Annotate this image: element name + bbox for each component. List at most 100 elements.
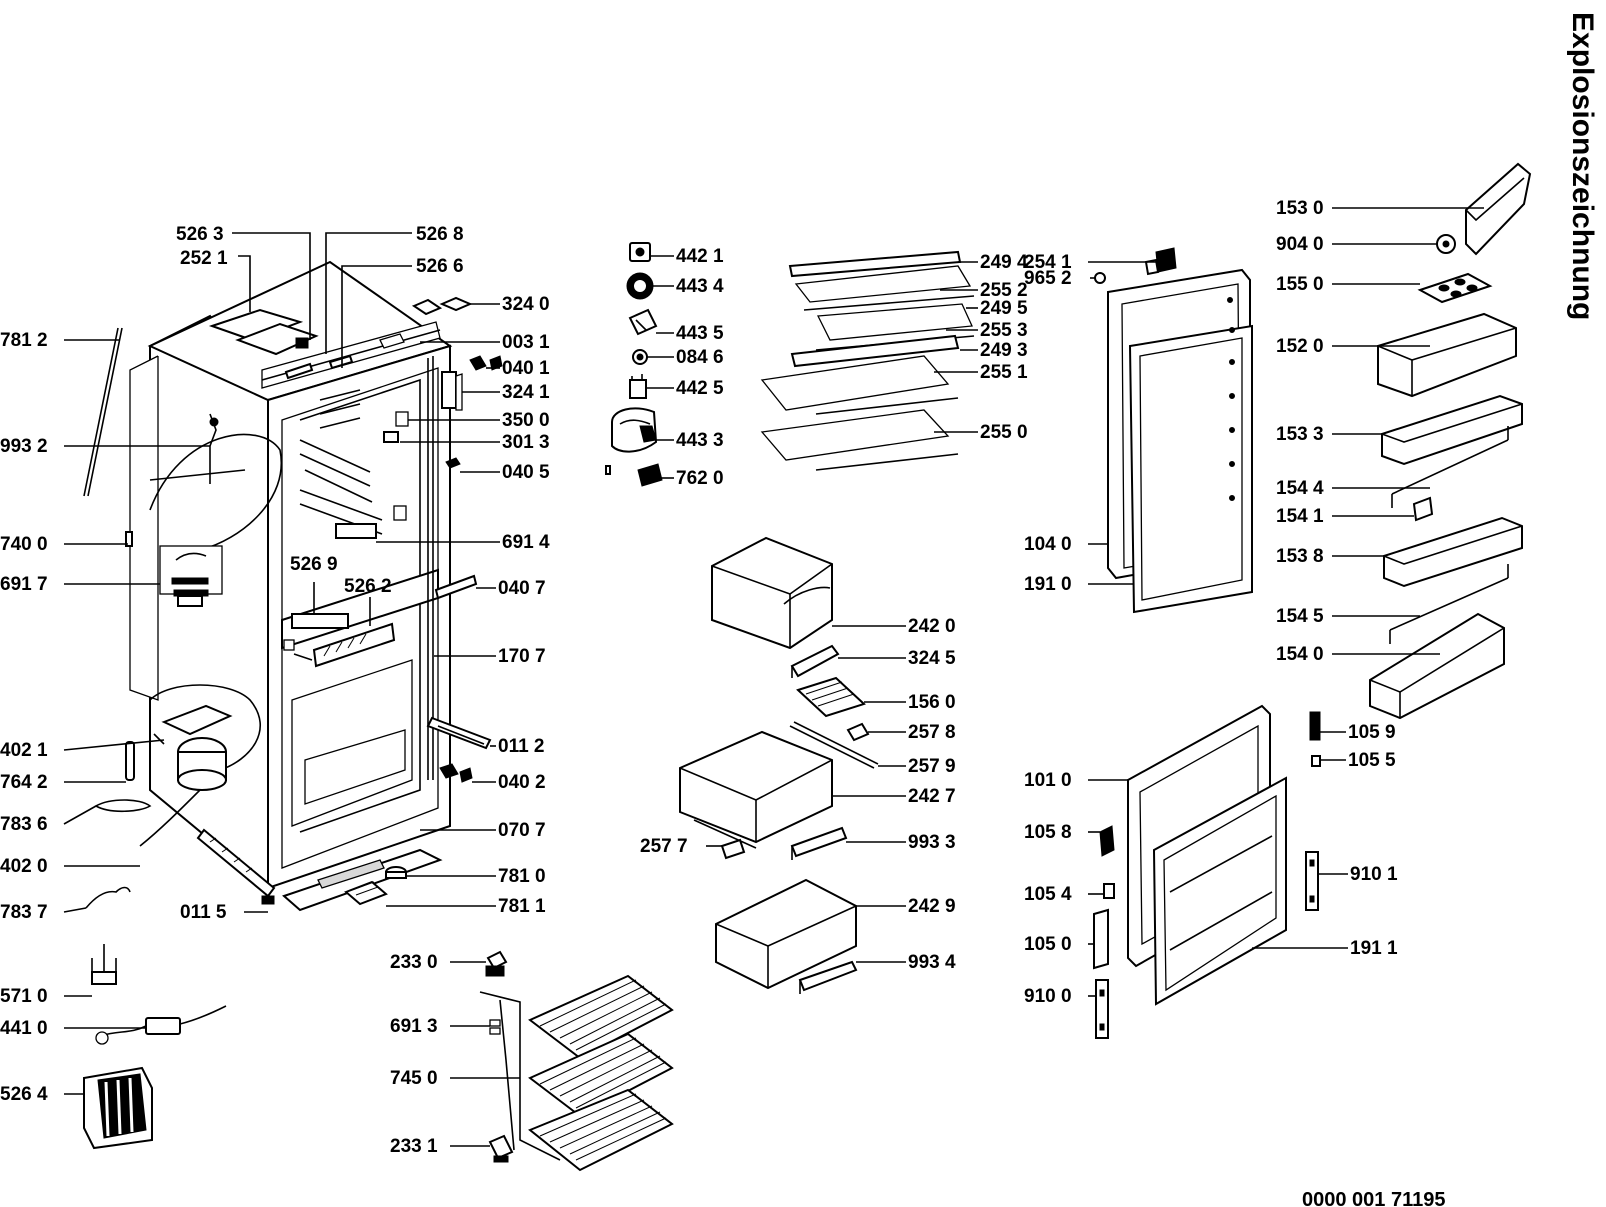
left-side-parts bbox=[83, 327, 223, 607]
part-label-7837: 783 7 bbox=[0, 902, 48, 923]
part-labels: 526 3 526 8 526 6 252 1 781 2 993 2 740 … bbox=[0, 198, 1398, 1157]
part-label-7812: 781 2 bbox=[0, 330, 48, 351]
part-label-2552: 255 2 bbox=[980, 280, 1028, 301]
part-label-9100: 910 0 bbox=[1024, 986, 1072, 1007]
diagram-title: Explosionszeichnung bbox=[1566, 12, 1599, 320]
feet-parts bbox=[344, 866, 407, 906]
leader-lines bbox=[63, 207, 1484, 1147]
part-label-2427: 242 7 bbox=[908, 786, 956, 807]
fridge-door bbox=[1094, 247, 1253, 614]
part-label-1040: 104 0 bbox=[1024, 534, 1072, 555]
wire-shelves bbox=[479, 950, 674, 1172]
part-label-1050: 105 0 bbox=[1024, 934, 1072, 955]
part-label-4021: 402 1 bbox=[0, 740, 48, 761]
part-label-7811: 781 1 bbox=[498, 896, 546, 917]
part-label-0405: 040 5 bbox=[502, 462, 550, 483]
part-label-0112: 011 2 bbox=[498, 736, 545, 757]
part-label-0031: 003 1 bbox=[502, 332, 550, 353]
part-label-2331: 233 1 bbox=[390, 1136, 438, 1157]
part-label-3241: 324 1 bbox=[502, 382, 550, 403]
part-label-2494: 249 4 bbox=[980, 252, 1028, 273]
part-label-9934: 993 4 bbox=[908, 952, 956, 973]
part-label-5262: 526 2 bbox=[344, 576, 392, 597]
document-number: 0000 001 71195 bbox=[1302, 1189, 1446, 1207]
freezer-door bbox=[1093, 704, 1321, 1039]
part-label-3013: 301 3 bbox=[502, 432, 550, 453]
part-label-7836: 783 6 bbox=[0, 814, 48, 835]
part-label-2330: 233 0 bbox=[390, 952, 438, 973]
part-label-1520: 152 0 bbox=[1276, 336, 1324, 357]
part-label-7810: 781 0 bbox=[498, 866, 546, 887]
part-label-4434: 443 4 bbox=[676, 276, 724, 297]
part-label-2577: 257 7 bbox=[640, 836, 688, 857]
part-label-1010: 101 0 bbox=[1024, 770, 1072, 791]
part-label-2551: 255 1 bbox=[980, 362, 1028, 383]
part-label-7400: 740 0 bbox=[0, 534, 48, 555]
part-label-1533: 153 3 bbox=[1276, 424, 1324, 445]
part-label-5264: 526 4 bbox=[0, 1084, 48, 1105]
part-label-1055: 105 5 bbox=[1348, 750, 1396, 771]
part-label-4410: 441 0 bbox=[0, 1018, 48, 1039]
part-label-2553: 255 3 bbox=[980, 320, 1028, 341]
part-label-2420: 242 0 bbox=[908, 616, 956, 637]
part-label-0402: 040 2 bbox=[498, 772, 546, 793]
part-label-1530: 153 0 bbox=[1276, 198, 1324, 219]
part-label-4020: 402 0 bbox=[0, 856, 48, 877]
glass-shelves bbox=[760, 250, 975, 471]
part-label-0846: 084 6 bbox=[676, 347, 724, 368]
part-label-5268: 526 8 bbox=[416, 224, 464, 245]
part-label-4435: 443 5 bbox=[676, 323, 724, 344]
part-label-1707: 170 7 bbox=[498, 646, 546, 667]
part-label-4421: 442 1 bbox=[676, 246, 724, 267]
part-label-3245: 324 5 bbox=[908, 648, 956, 669]
part-label-1911: 191 1 bbox=[1350, 938, 1398, 959]
part-label-5263: 526 3 bbox=[176, 224, 224, 245]
part-label-9040: 904 0 bbox=[1276, 234, 1324, 255]
part-label-0401: 040 1 bbox=[502, 358, 550, 379]
compressor-assembly bbox=[85, 704, 276, 909]
part-label-2579: 257 9 bbox=[908, 756, 956, 777]
fan-and-lamp-parts bbox=[605, 242, 663, 487]
part-label-9933: 993 3 bbox=[908, 832, 956, 853]
part-label-2429: 242 9 bbox=[908, 896, 956, 917]
part-label-1538: 153 8 bbox=[1276, 546, 1324, 567]
part-label-7450: 745 0 bbox=[390, 1068, 438, 1089]
part-label-9101: 910 1 bbox=[1350, 864, 1398, 885]
part-label-2493: 249 3 bbox=[980, 340, 1028, 361]
part-label-1545: 154 5 bbox=[1276, 606, 1324, 627]
part-label-7620: 762 0 bbox=[676, 468, 724, 489]
part-label-2521: 252 1 bbox=[180, 248, 228, 269]
part-label-5269: 526 9 bbox=[290, 554, 338, 575]
part-label-9932: 993 2 bbox=[0, 436, 48, 457]
part-label-1058: 105 8 bbox=[1024, 822, 1072, 843]
part-label-6913: 691 3 bbox=[390, 1016, 438, 1037]
part-label-2550: 255 0 bbox=[980, 422, 1028, 443]
part-label-9652: 965 2 bbox=[1024, 268, 1072, 289]
door-bins bbox=[1369, 162, 1532, 720]
bottom-left-parts bbox=[83, 944, 227, 1150]
part-label-4425: 442 5 bbox=[676, 378, 724, 399]
top-parts bbox=[208, 298, 443, 380]
part-label-0115: 011 5 bbox=[180, 902, 227, 923]
part-label-5710: 571 0 bbox=[0, 986, 48, 1007]
part-label-2495: 249 5 bbox=[980, 298, 1028, 319]
part-label-5266: 526 6 bbox=[416, 256, 464, 277]
part-label-1540: 154 0 bbox=[1276, 644, 1324, 665]
part-label-1054: 105 4 bbox=[1024, 884, 1072, 905]
part-label-1541: 154 1 bbox=[1276, 506, 1324, 527]
part-label-1910: 191 0 bbox=[1024, 574, 1072, 595]
part-label-4433: 443 3 bbox=[676, 430, 724, 451]
drawers bbox=[679, 536, 879, 994]
part-label-0707: 070 7 bbox=[498, 820, 546, 841]
part-label-1059: 105 9 bbox=[1348, 722, 1396, 743]
part-label-3500: 350 0 bbox=[502, 410, 550, 431]
part-label-6914: 691 4 bbox=[502, 532, 550, 553]
part-label-1544: 154 4 bbox=[1276, 478, 1324, 499]
part-label-0407: 040 7 bbox=[498, 578, 546, 599]
part-label-1560: 156 0 bbox=[908, 692, 956, 713]
part-label-2541: 254 1 bbox=[1024, 252, 1072, 273]
part-label-3240: 324 0 bbox=[502, 294, 550, 315]
part-label-7642: 764 2 bbox=[0, 772, 48, 793]
part-label-6917: 691 7 bbox=[0, 574, 48, 595]
